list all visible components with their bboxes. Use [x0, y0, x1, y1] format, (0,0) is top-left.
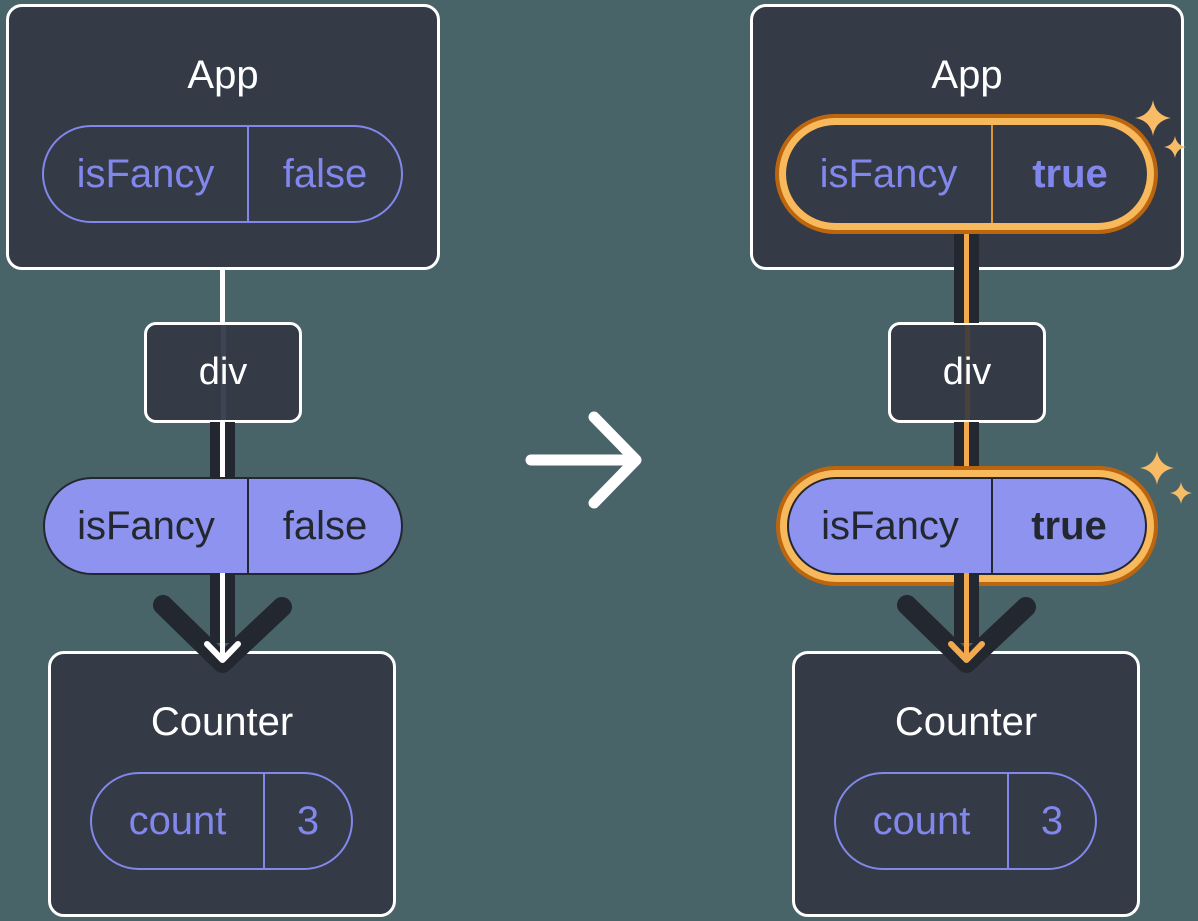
highlighted-flow-line [964, 230, 969, 323]
counter-state-pill-after: count 3 [834, 772, 1097, 870]
transition-arrow-icon [525, 411, 642, 509]
prop-name: isFancy [77, 503, 215, 548]
highlighted-flow-line [964, 422, 969, 478]
tree-edge-before [220, 422, 225, 478]
sparkle-icon [1135, 100, 1186, 158]
counter-card-before: Counter [48, 651, 396, 917]
app-prop-pill-before: isFancy false [42, 125, 403, 223]
flow-stripe [220, 325, 226, 420]
div-label: div [198, 351, 248, 393]
sparkle-icon [1140, 451, 1192, 504]
prop-value: true [991, 479, 1145, 573]
prop-value: true [991, 125, 1147, 223]
prop-value: false [247, 479, 401, 573]
prop-name: isFancy [76, 151, 215, 196]
prop-name: isFancy [821, 503, 959, 548]
state-name: count [128, 798, 227, 843]
state-name: count [872, 798, 971, 843]
div-card-before: div [144, 322, 302, 423]
state-value: 3 [1007, 774, 1095, 868]
prop-name: isFancy [819, 151, 958, 196]
app-card-after: App [750, 4, 1184, 270]
flow-stripe [964, 325, 970, 420]
state-value: 3 [263, 774, 351, 868]
app-title: App [931, 53, 1003, 97]
prop-flow-arrow-icon [153, 573, 292, 673]
div-card-after: div [888, 322, 1046, 423]
tree-edge-before [220, 268, 225, 323]
counter-state-pill-before: count 3 [90, 772, 353, 870]
prop-value: false [247, 127, 401, 221]
counter-title: Counter [894, 700, 1038, 744]
div-label: div [942, 351, 992, 393]
app-prop-pill-after: isFancy true [786, 125, 1147, 223]
passed-prop-pill-before: isFancy false [43, 477, 403, 575]
passed-prop-pill-after: isFancy true [787, 477, 1147, 575]
prop-flow-arrow-icon [897, 573, 1036, 673]
app-title: App [187, 53, 259, 97]
counter-title: Counter [150, 700, 294, 744]
